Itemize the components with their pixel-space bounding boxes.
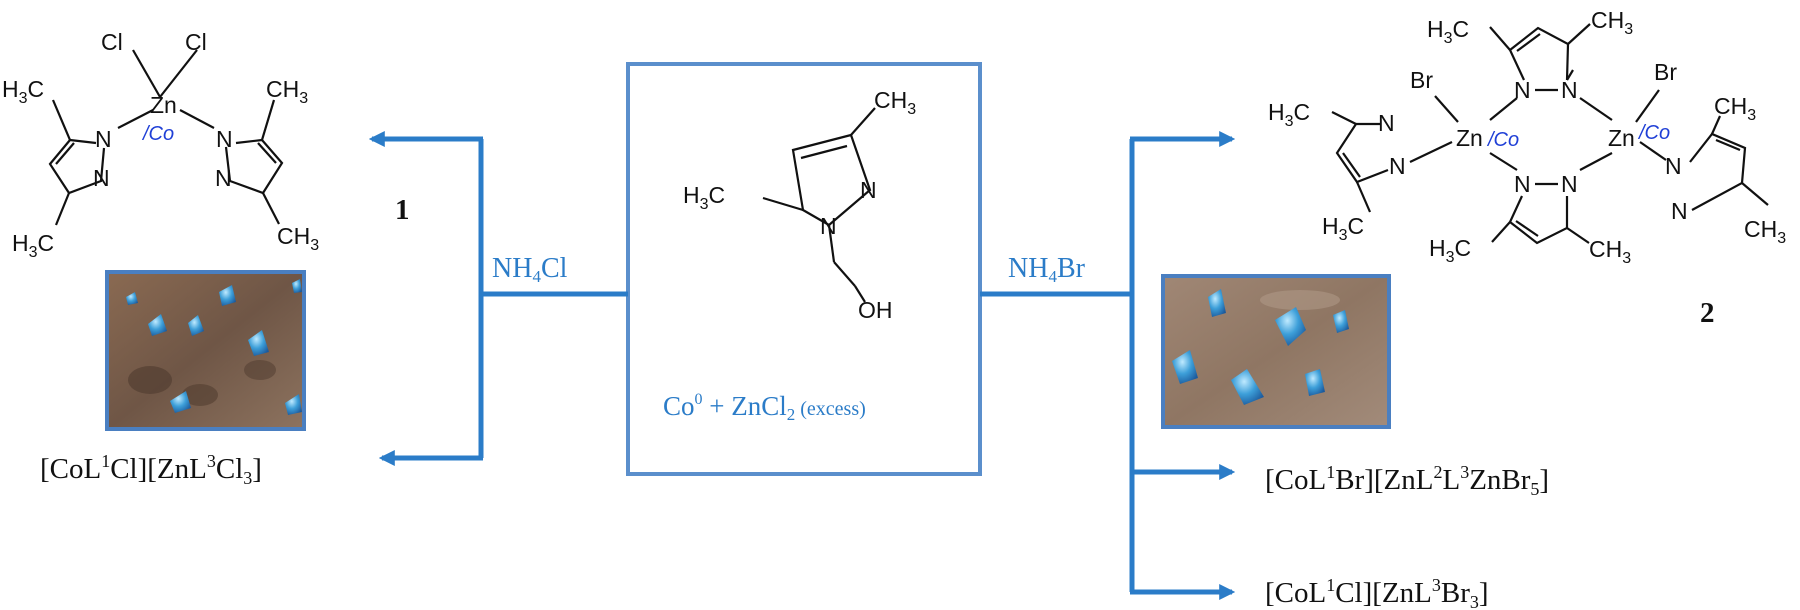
- zn-2a: Zn: [1456, 125, 1483, 151]
- right-branch: NH4Br: [980, 130, 1236, 601]
- n-1d: N: [215, 165, 232, 191]
- ligand-n1: N: [820, 213, 837, 239]
- ch3-2b: CH3: [1591, 7, 1633, 38]
- cl-1: Cl: [101, 29, 123, 55]
- crystal-photo-2: [1161, 274, 1391, 429]
- zn-1: Zn: [150, 92, 177, 118]
- co-label-2b: /Co: [1637, 122, 1670, 144]
- starting-material-frame: [626, 62, 982, 476]
- ch3-2c: H3C: [1429, 235, 1471, 266]
- zn-2b: Zn: [1608, 125, 1635, 151]
- n-2b: N: [1561, 77, 1578, 103]
- compound-1-structure: Cl Cl Zn /Co N N H3C H3C N N CH3 CH3: [2, 29, 319, 261]
- n-1b: N: [93, 165, 110, 191]
- n-2g: N: [1665, 153, 1682, 179]
- ch3-2h: CH3: [1744, 216, 1786, 247]
- ch3-2f: H3C: [1322, 213, 1364, 244]
- right-formula-2: [CoL1Cl][ZnL3Br3]: [1265, 575, 1489, 610]
- br-2: Br: [1654, 59, 1677, 85]
- ch3-1a: H3C: [2, 76, 44, 107]
- compound-1-label: 1: [395, 194, 410, 226]
- n-2d: N: [1561, 171, 1578, 197]
- n-2a: N: [1514, 77, 1531, 103]
- ch3-2g: CH3: [1714, 93, 1756, 124]
- n-2c: N: [1514, 171, 1531, 197]
- crystal-photo-1: [105, 270, 306, 431]
- left-branch: NH4Cl: [368, 130, 628, 467]
- left-formula: [CoL1Cl][ZnL3Cl3]: [40, 451, 262, 488]
- ligand-ch3-left: H3C: [683, 182, 725, 213]
- ch3-2e: H3C: [1268, 99, 1310, 130]
- starting-material-box: N N CH3 H3C OH Co0 + ZnCl2 (excess): [626, 62, 982, 476]
- ligand-structure: N N CH3 H3C OH: [683, 87, 916, 323]
- ch3-2d: CH3: [1589, 236, 1631, 267]
- n-2e: N: [1378, 110, 1395, 136]
- reaction-conditions: Co0 + ZnCl2 (excess): [663, 391, 866, 424]
- ch3-1c: CH3: [266, 76, 308, 107]
- reagent-nh4br: NH4Br: [1008, 253, 1086, 286]
- right-formula-1: [CoL1Br][ZnL2L3ZnBr5]: [1265, 462, 1549, 499]
- ch3-1d: CH3: [277, 223, 319, 254]
- compound-2-label: 2: [1700, 297, 1715, 329]
- ligand-ch3-top: CH3: [874, 87, 916, 118]
- n-2h: N: [1671, 198, 1688, 224]
- ch3-1b: H3C: [12, 230, 54, 261]
- n-1c: N: [216, 126, 233, 152]
- co-label-1: /Co: [141, 123, 174, 145]
- br-1: Br: [1410, 67, 1433, 93]
- ch3-2a: H3C: [1427, 16, 1469, 47]
- cl-2: Cl: [185, 29, 207, 55]
- co-label-2a: /Co: [1486, 129, 1519, 151]
- ligand-oh: OH: [858, 297, 893, 323]
- compound-2-structure: Zn /Co Zn /Co Br Br N N H3C CH3 N N H3C …: [1268, 7, 1786, 267]
- reagent-nh4cl: NH4Cl: [492, 253, 568, 286]
- n-1a: N: [95, 126, 112, 152]
- ligand-n2: N: [860, 177, 877, 203]
- n-2f: N: [1389, 153, 1406, 179]
